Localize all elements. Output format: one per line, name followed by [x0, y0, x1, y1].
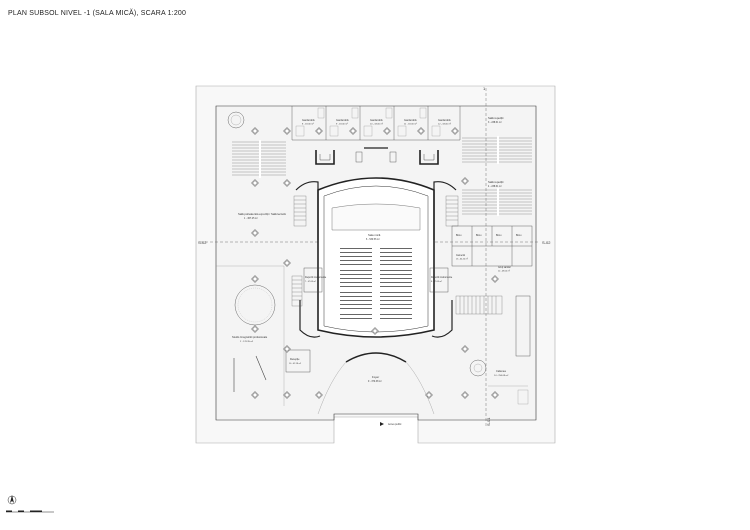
- studio-label: Studio înregistrări profesionale: [232, 335, 268, 339]
- svg-text:Garderobă: Garderobă: [336, 118, 349, 122]
- depozit-right: [429, 267, 449, 293]
- section-marker-left: S-02: [198, 240, 207, 245]
- studio-round-room: [234, 284, 276, 326]
- svg-text:Garderobă: Garderobă: [370, 118, 383, 122]
- sala-repetitii-2-label: Sală repetiții: [488, 180, 504, 184]
- columns: [251, 127, 499, 399]
- svg-text:1 - 367.25 m²: 1 - 367.25 m²: [244, 217, 258, 220]
- foyer-curve: [345, 352, 407, 363]
- access-label: Acces public: [388, 423, 402, 426]
- north-arrow: [7, 495, 17, 505]
- sala-mica-label: Sala mică: [368, 233, 381, 237]
- svg-text:Recepție: Recepție: [290, 358, 300, 361]
- sheet-title: PLAN SUBSOL NIVEL -1 (SALA MICĂ), SCARA …: [8, 10, 187, 17]
- svg-text:9 - 370.38 m²: 9 - 370.38 m²: [368, 380, 382, 383]
- depozit-left: [303, 267, 323, 293]
- svg-text:13 - 64.20 m²: 13 - 64.20 m²: [456, 258, 468, 261]
- svg-text:4 - 238.61 m²: 4 - 238.61 m²: [488, 185, 502, 188]
- spiral-stair-cafe: [469, 359, 487, 377]
- scale-bar: [6, 510, 54, 513]
- reception-room: [285, 349, 311, 373]
- stage: [331, 203, 421, 231]
- svg-text:Depozit instrumente: Depozit instrumente: [305, 276, 327, 279]
- svg-text:10 - 18.00 m²: 10 - 18.00 m²: [370, 123, 383, 126]
- svg-text:12 - 48.00 m²: 12 - 48.00 m²: [498, 270, 510, 273]
- svg-text:Garderobă: Garderobă: [404, 118, 417, 122]
- svg-text:Birou: Birou: [496, 234, 502, 237]
- spiral-stair-top: [227, 111, 245, 129]
- svg-text:Birou: Birou: [476, 234, 482, 237]
- svg-text:Garderobă: Garderobă: [302, 118, 315, 122]
- svg-text:3 - 238.61 m²: 3 - 238.61 m²: [488, 121, 502, 124]
- svg-text:9 - 18.00 m²: 9 - 18.00 m²: [336, 123, 348, 126]
- svg-text:6 - 530.56 m²: 6 - 530.56 m²: [366, 238, 380, 241]
- svg-text:Birou: Birou: [516, 234, 522, 237]
- svg-text:2 - 176.35 m²: 2 - 176.35 m²: [240, 340, 253, 343]
- svg-text:8 - 47.08 m²: 8 - 47.08 m²: [431, 280, 442, 283]
- svg-text:Grup sanitar: Grup sanitar: [498, 266, 511, 269]
- svg-text:11 - 18.00 m²: 11 - 18.00 m²: [404, 123, 417, 126]
- sala-mica-outline: [317, 177, 435, 338]
- svg-text:Birou: Birou: [456, 234, 462, 237]
- svg-text:Camerini: Camerini: [456, 254, 466, 257]
- svg-text:12 - 18.00 m²: 12 - 18.00 m²: [438, 123, 451, 126]
- svg-text:Depozit instrumente: Depozit instrumente: [431, 276, 453, 279]
- svg-text:7 - 47.08 m²: 7 - 47.08 m²: [305, 280, 316, 283]
- office-block: Birou Birou Birou Birou Camerini 13 - 64…: [451, 225, 533, 273]
- foyer-label: Foyer: [372, 375, 379, 379]
- svg-text:14 - 256.69 m²: 14 - 256.69 m²: [494, 374, 508, 377]
- sala-repetitii-1-label: Sală repetiții: [488, 116, 504, 120]
- main-seating: [340, 248, 412, 319]
- section-marker-top: 1: [483, 86, 486, 91]
- cafenea-label: Cafenea: [496, 369, 506, 373]
- svg-text:Garderobă: Garderobă: [438, 118, 451, 122]
- section-marker-bottom: S-01: [486, 417, 491, 426]
- section-marker-right: S-02: [542, 240, 551, 245]
- sala-polivalenta-label: Sală polivalentă expoziții / Sală lectur…: [238, 212, 286, 216]
- stair-right: [455, 295, 503, 315]
- svg-text:10 - 42.18 m²: 10 - 42.18 m²: [289, 362, 301, 365]
- svg-text:8 - 18.00 m²: 8 - 18.00 m²: [302, 123, 314, 126]
- dressing-rooms: Garderobă Garderobă Garderobă Garderobă …: [291, 106, 461, 141]
